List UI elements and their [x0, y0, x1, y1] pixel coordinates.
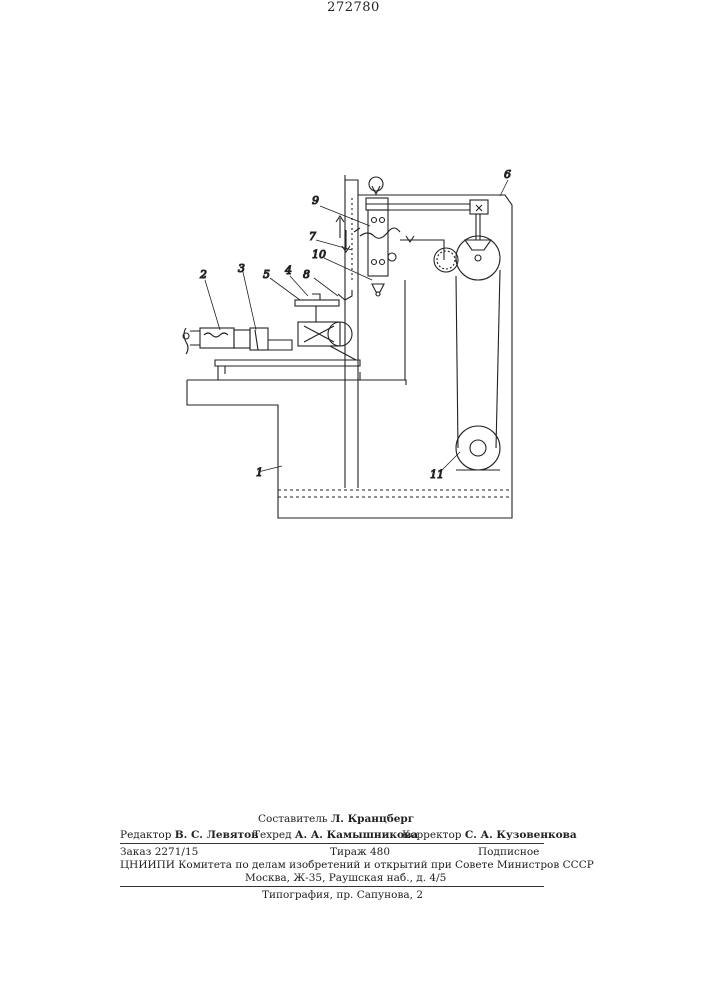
subscription: Подписное	[478, 846, 539, 859]
label-7: 7	[309, 230, 316, 243]
label-6: 6	[504, 168, 511, 181]
editor-name: В. С. Левятов	[175, 829, 259, 841]
divider-bottom	[120, 886, 544, 887]
techred-block: Техред А. А. Камышникова	[253, 829, 418, 842]
order-number: Заказ 2271/15	[120, 846, 198, 859]
label-5: 5	[263, 268, 270, 281]
leader-lines	[205, 180, 508, 472]
label-11: 11	[430, 468, 444, 481]
compiler-name: Л. Кранцберг	[331, 813, 414, 825]
institute-line: ЦНИИПИ Комитета по делам изобретений и о…	[120, 859, 594, 872]
techred-name: А. А. Камышникова	[295, 829, 418, 841]
machine-base	[187, 175, 512, 518]
label-8: 8	[303, 268, 310, 281]
staff-line: Редактор В. С. Левятов	[120, 829, 258, 842]
editor-role: Редактор	[120, 829, 171, 841]
label-1: 1	[256, 466, 263, 479]
divider-top	[120, 843, 544, 844]
grinding-head	[295, 294, 356, 360]
label-2: 2	[199, 268, 207, 281]
label-4: 4	[284, 264, 292, 277]
circulation: Тираж 480	[330, 846, 390, 859]
corrector-role: Корректор	[402, 829, 462, 841]
printer-line: Типография, пр. Сапунова, 2	[262, 889, 423, 902]
label-9: 9	[312, 194, 319, 207]
label-10: 10	[312, 248, 326, 261]
motion-arrows	[336, 177, 383, 252]
compiler-role: Составитель	[258, 813, 328, 825]
table-assembly	[183, 328, 360, 380]
address-line: Москва, Ж-35, Раушская наб., д. 4/5	[245, 872, 446, 885]
compiler-line: Составитель Л. Кранцберг	[258, 813, 414, 826]
corrector-block: Корректор С. А. Кузовенкова	[402, 829, 577, 842]
corrector-name: С. А. Кузовенкова	[465, 829, 577, 841]
techred-role: Техред	[253, 829, 292, 841]
slide-assembly	[338, 198, 488, 300]
label-3: 3	[238, 262, 245, 275]
